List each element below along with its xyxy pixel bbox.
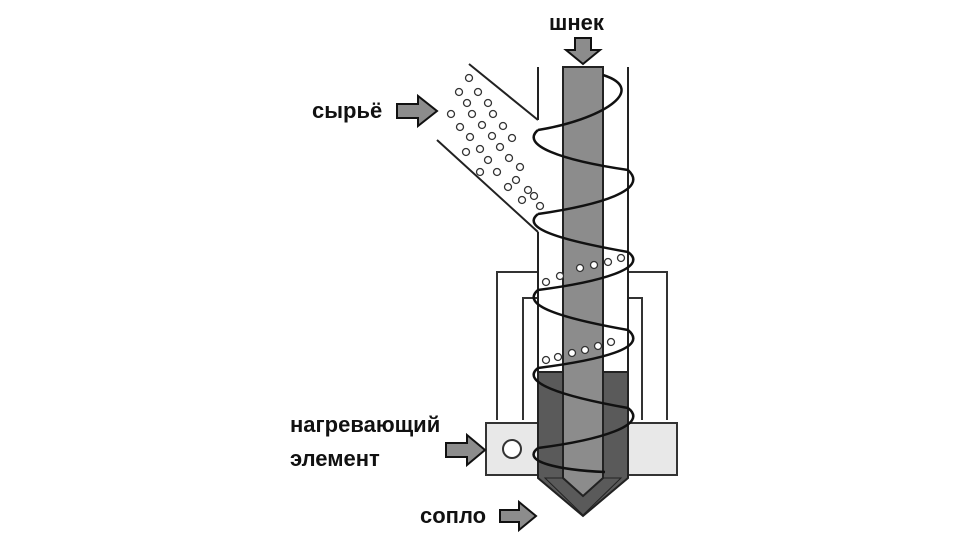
- heater-block-right: [627, 422, 678, 476]
- heater-housing: [496, 271, 668, 420]
- right-arrow-icon: [396, 93, 439, 129]
- heater-hole: [502, 439, 522, 459]
- label-raw-material: сырьё: [312, 98, 382, 123]
- screw-flight: [532, 73, 635, 474]
- label-heater-line2: элемент: [290, 446, 380, 471]
- right-arrow-icon: [499, 499, 538, 533]
- raw-material-pellets: [446, 73, 626, 365]
- label-screw: шнек: [549, 10, 605, 35]
- down-arrow-icon: [563, 37, 603, 66]
- label-nozzle: сопло: [420, 503, 486, 528]
- label-heater-line1: нагревающий: [290, 412, 440, 437]
- right-arrow-icon: [445, 432, 487, 468]
- hopper: [436, 63, 539, 233]
